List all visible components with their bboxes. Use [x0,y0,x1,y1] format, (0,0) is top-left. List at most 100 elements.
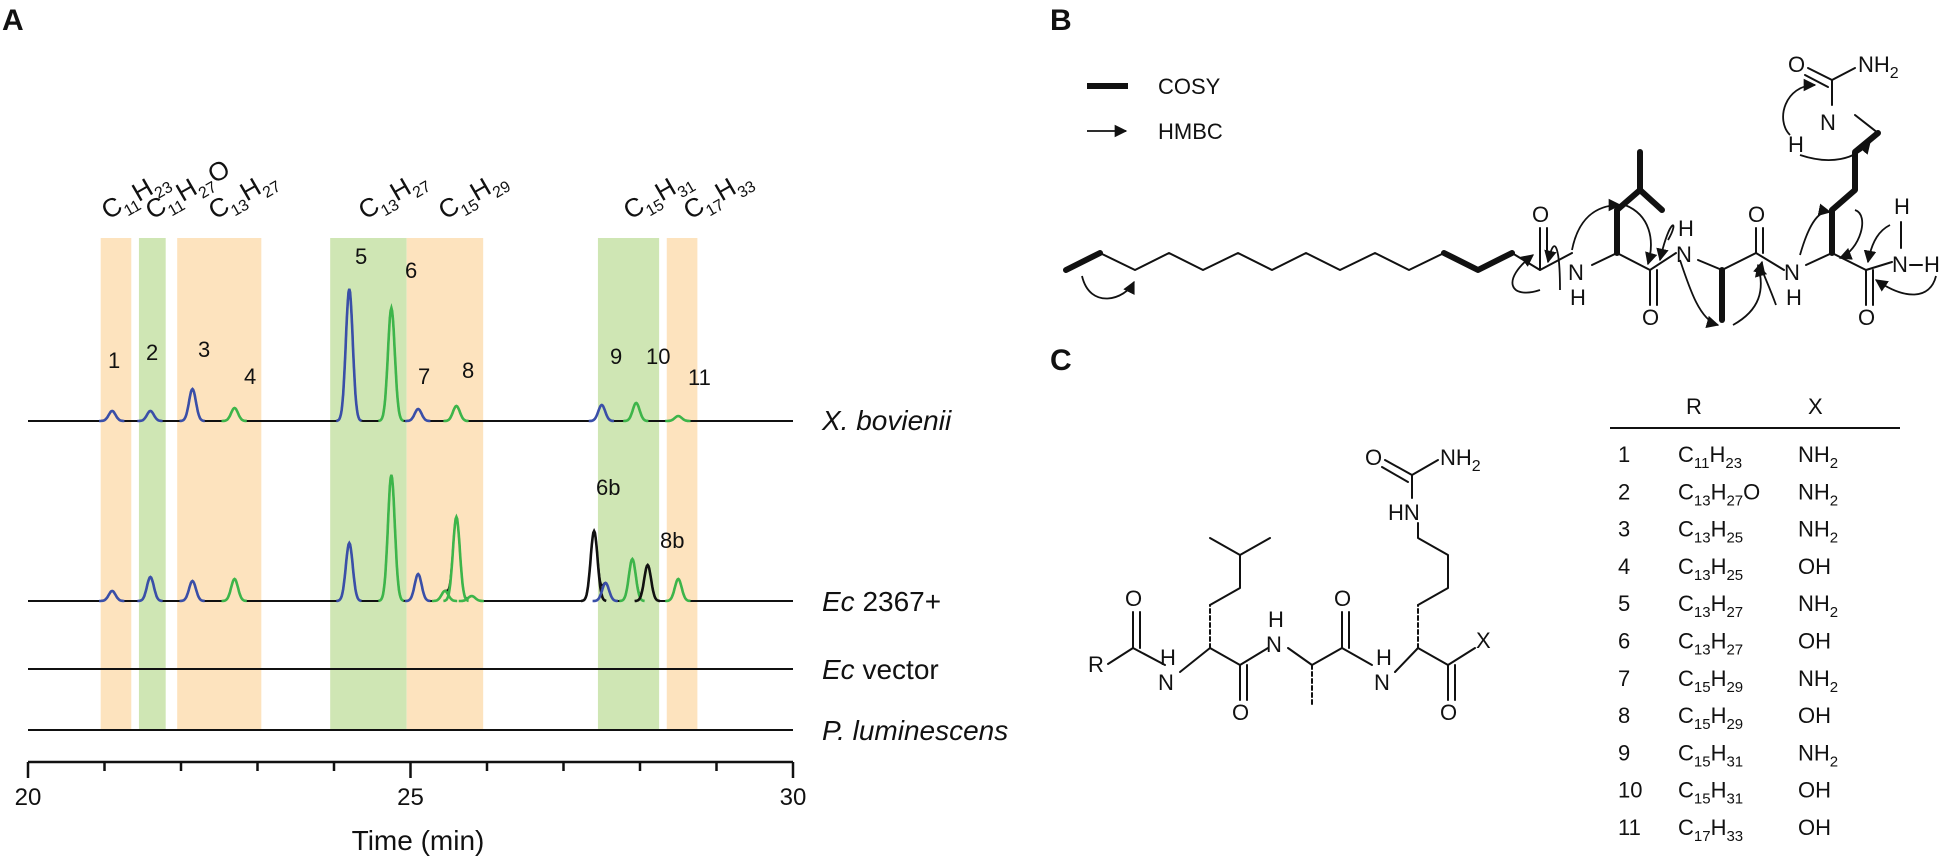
hmbc-arrow [1624,204,1658,266]
table-row-number: 3 [1618,517,1630,542]
hmbc-arrow [1571,198,1622,251]
atom-nh2: NH2 [1858,52,1899,82]
atom-o: O [1642,305,1659,330]
hmbc-arrow [1799,203,1832,256]
bond [1287,647,1313,666]
cosy-bond [1637,187,1665,213]
bond [1107,647,1134,665]
atom-n: N [1892,252,1908,277]
highlight-band [100,238,132,730]
atom-n: N [1820,110,1836,135]
panel-label-a: A [2,4,24,37]
bond [1411,459,1439,476]
peak-label: 11 [688,365,711,390]
table-row-r: C13H25 [1678,517,1743,547]
panel-label-b: B [1050,4,1072,37]
chromatogram-peak [179,387,205,423]
atom-h: H [1786,285,1802,310]
peak-label: 2 [146,340,158,365]
bond [1721,252,1757,271]
peak-label: 8 [462,358,474,383]
bond [1697,259,1723,271]
table-row-r: C13H25 [1678,554,1743,584]
hmbc-arrow [1656,224,1675,262]
table-row-x: NH2 [1798,740,1838,770]
peak-label: 1 [108,348,120,373]
chromatogram-peak [431,589,458,603]
highlight-band [330,238,407,730]
table-row-x: NH2 [1798,479,1838,509]
table-row-number: 10 [1618,778,1642,803]
atom-nh2: NH2 [1440,445,1481,475]
table-row-x: OH [1798,554,1831,579]
chromatogram-peak [588,403,615,423]
trace-name: Ec 2367+ [822,586,941,617]
peak-label: 4 [244,364,256,389]
formula-label: C13H27 [353,163,434,230]
double-bond [1804,74,1829,88]
bond [1591,252,1618,266]
chromatogram-peak [378,474,405,603]
chromatogram-peak [443,404,469,423]
chromatogram-peak [179,579,205,603]
atom-n: N [1784,260,1800,285]
table-row-number: 8 [1618,703,1630,728]
table-row-r: C13H27O [1678,479,1760,509]
double-bond [1384,459,1413,476]
cosy-bond [1063,250,1103,273]
atom-o: O [1748,202,1765,227]
bond [1755,252,1785,271]
table-row-x: NH2 [1798,666,1838,696]
atom-h: H [1788,132,1804,157]
cosy-bond [1441,250,1515,273]
atom-hn: HN [1388,500,1420,525]
table-row-x: OH [1798,703,1831,728]
peak-label: 3 [198,337,210,362]
atom-h: H [1894,194,1910,219]
table-header-r: R [1686,394,1702,419]
table-row-number: 11 [1618,815,1641,840]
trace-names: X. bovienii Ec 2367+ Ec vector P. luminesce… [821,405,1008,746]
bond [1831,67,1856,81]
table-row-r: C15H31 [1678,740,1743,770]
alkyl-chain [1099,252,1445,271]
cosy-bond [1614,149,1643,256]
table-row-x: NH2 [1798,442,1838,472]
chromatogram-peak [336,540,362,603]
atom-n: N [1158,670,1174,695]
trace-name: X. bovienii [821,405,952,436]
highlight-band [666,238,698,730]
atom-h: H [1376,645,1392,670]
atom-o: O [1440,700,1457,725]
table-row-r: C13H27 [1678,591,1743,621]
atom-n: N [1266,632,1282,657]
highlight-band [597,238,660,730]
trace-name: Ec vector [822,654,939,685]
atom-x: X [1476,628,1491,653]
hmbc-arrow [1753,260,1777,306]
chromatogram-traces [28,288,793,731]
atom-n: N [1568,260,1584,285]
bond [1447,647,1476,666]
chromatogram-peak [405,407,431,423]
bond [1854,114,1879,134]
nmr-legend: COSY HMBC [1087,74,1223,144]
bond [1311,647,1343,666]
table-row-number: 6 [1618,629,1630,654]
bond [1649,252,1677,271]
chromatogram-peak [458,594,484,603]
chromatogram-peak [581,527,607,603]
table-row-number: 5 [1618,591,1630,616]
chromatogram-peak [665,414,691,423]
hmbc-arrow [1838,209,1864,260]
atom-o: O [1334,586,1351,611]
peak-label: 5 [355,244,367,269]
bond [1209,537,1271,606]
trace-name: P. luminescens [822,715,1008,746]
atom-n: N [1676,242,1692,267]
hmbc-arrow [1863,224,1891,264]
hmbc-arrow [1732,263,1768,326]
table-row-r: C15H29 [1678,666,1743,696]
structure-b: O N H O N H O N H N H O NH2 [1063,52,1940,330]
